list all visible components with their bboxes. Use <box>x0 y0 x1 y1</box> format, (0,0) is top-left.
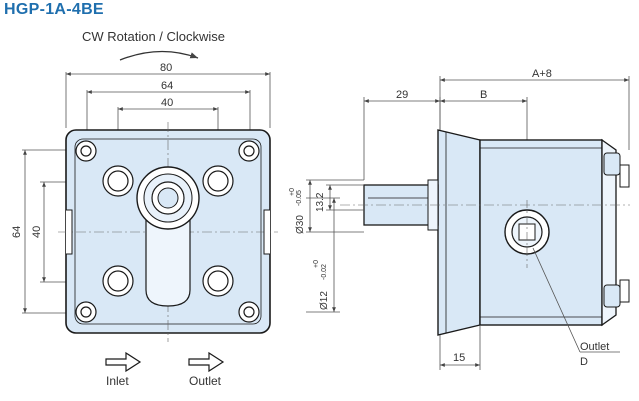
dim-15 <box>439 325 481 370</box>
d-callout-label: D <box>580 356 588 368</box>
model-title: HGP-1A-4BE <box>4 1 104 18</box>
side-view: A+8 29 B <box>289 68 630 370</box>
dim-key-tol-upper: +0 <box>313 260 320 268</box>
dim-key-dia-label: Ø12 <box>319 291 330 310</box>
dim-width-80 <box>65 72 271 128</box>
side-flange <box>437 129 481 336</box>
mounting-holes <box>102 165 234 297</box>
inlet-label: Inlet <box>106 374 129 388</box>
dim-a-plus-8-label: A+8 <box>532 68 552 80</box>
dim-15-label: 15 <box>453 352 465 364</box>
outlet-arrow-icon <box>188 351 225 373</box>
rear-cap-top <box>619 164 630 188</box>
dim-29-label: 29 <box>396 89 408 101</box>
outlet-callout-label: Outlet <box>580 341 609 353</box>
dim-b-label: B <box>480 89 487 101</box>
dim-shaft-tol-lower: -0.05 <box>296 190 303 206</box>
dim-64-v-label: 64 <box>11 226 23 238</box>
inlet-arrow-icon <box>105 351 142 373</box>
dim-40-v-label: 40 <box>31 226 43 238</box>
rear-bolt-top <box>603 152 621 176</box>
corner-holes <box>75 140 260 323</box>
rotation-arrow-icon <box>119 50 199 61</box>
dim-13-2 <box>326 184 364 211</box>
dim-key-dia <box>306 197 340 313</box>
drain-slot <box>145 215 191 307</box>
rear-cover <box>601 138 617 327</box>
rotation-label: CW Rotation / Clockwise <box>82 29 225 44</box>
right-notch <box>263 209 270 255</box>
dim-40-label: 40 <box>161 97 173 109</box>
outlet-label: Outlet <box>189 374 222 388</box>
rear-bolt-bottom <box>603 284 621 308</box>
dim-width-64 <box>86 90 251 132</box>
dim-shaft-tol-upper: +0 <box>289 188 296 196</box>
outlet-leader <box>532 247 581 353</box>
left-notch <box>66 209 73 255</box>
dim-29 <box>363 97 441 180</box>
dim-shaft-dia-label: Ø30 <box>295 215 306 234</box>
shaft-end <box>157 187 179 209</box>
dim-64-label: 64 <box>161 80 173 92</box>
rear-cap-bottom <box>619 279 630 303</box>
dim-13-2-label: 13.2 <box>315 192 326 212</box>
dim-height-64 <box>22 149 70 314</box>
dim-key-tol-lower: -0.02 <box>321 264 328 280</box>
front-view: CW Rotation / Clockwise 80 64 40 64 <box>11 29 278 388</box>
dim-80-label: 80 <box>160 62 172 74</box>
